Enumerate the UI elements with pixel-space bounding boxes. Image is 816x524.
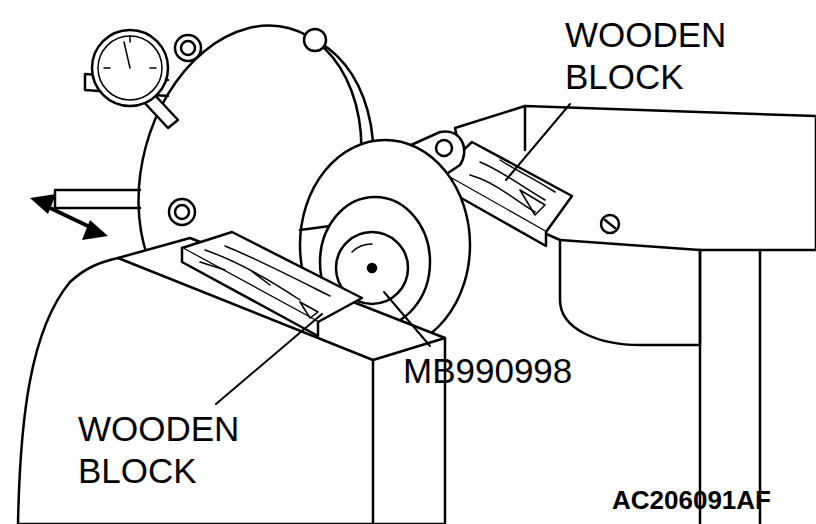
figure-code: AC206091AF bbox=[612, 484, 771, 516]
vise-jaw bbox=[18, 238, 445, 524]
label-holder: MB990998 bbox=[403, 350, 572, 392]
wooden-block bbox=[182, 232, 362, 336]
label-holder: WOODEN BLOCK bbox=[565, 14, 755, 98]
part-label: WOODEN BLOCK bbox=[565, 14, 755, 98]
movement-arrow bbox=[30, 194, 108, 240]
part-label: WOODEN BLOCK bbox=[78, 408, 268, 492]
tool-number: MB990998 bbox=[403, 350, 572, 392]
dial-gauge bbox=[92, 30, 178, 128]
label-holder: WOODEN BLOCK bbox=[78, 408, 268, 492]
label-holder: AC206091AF bbox=[612, 484, 771, 516]
